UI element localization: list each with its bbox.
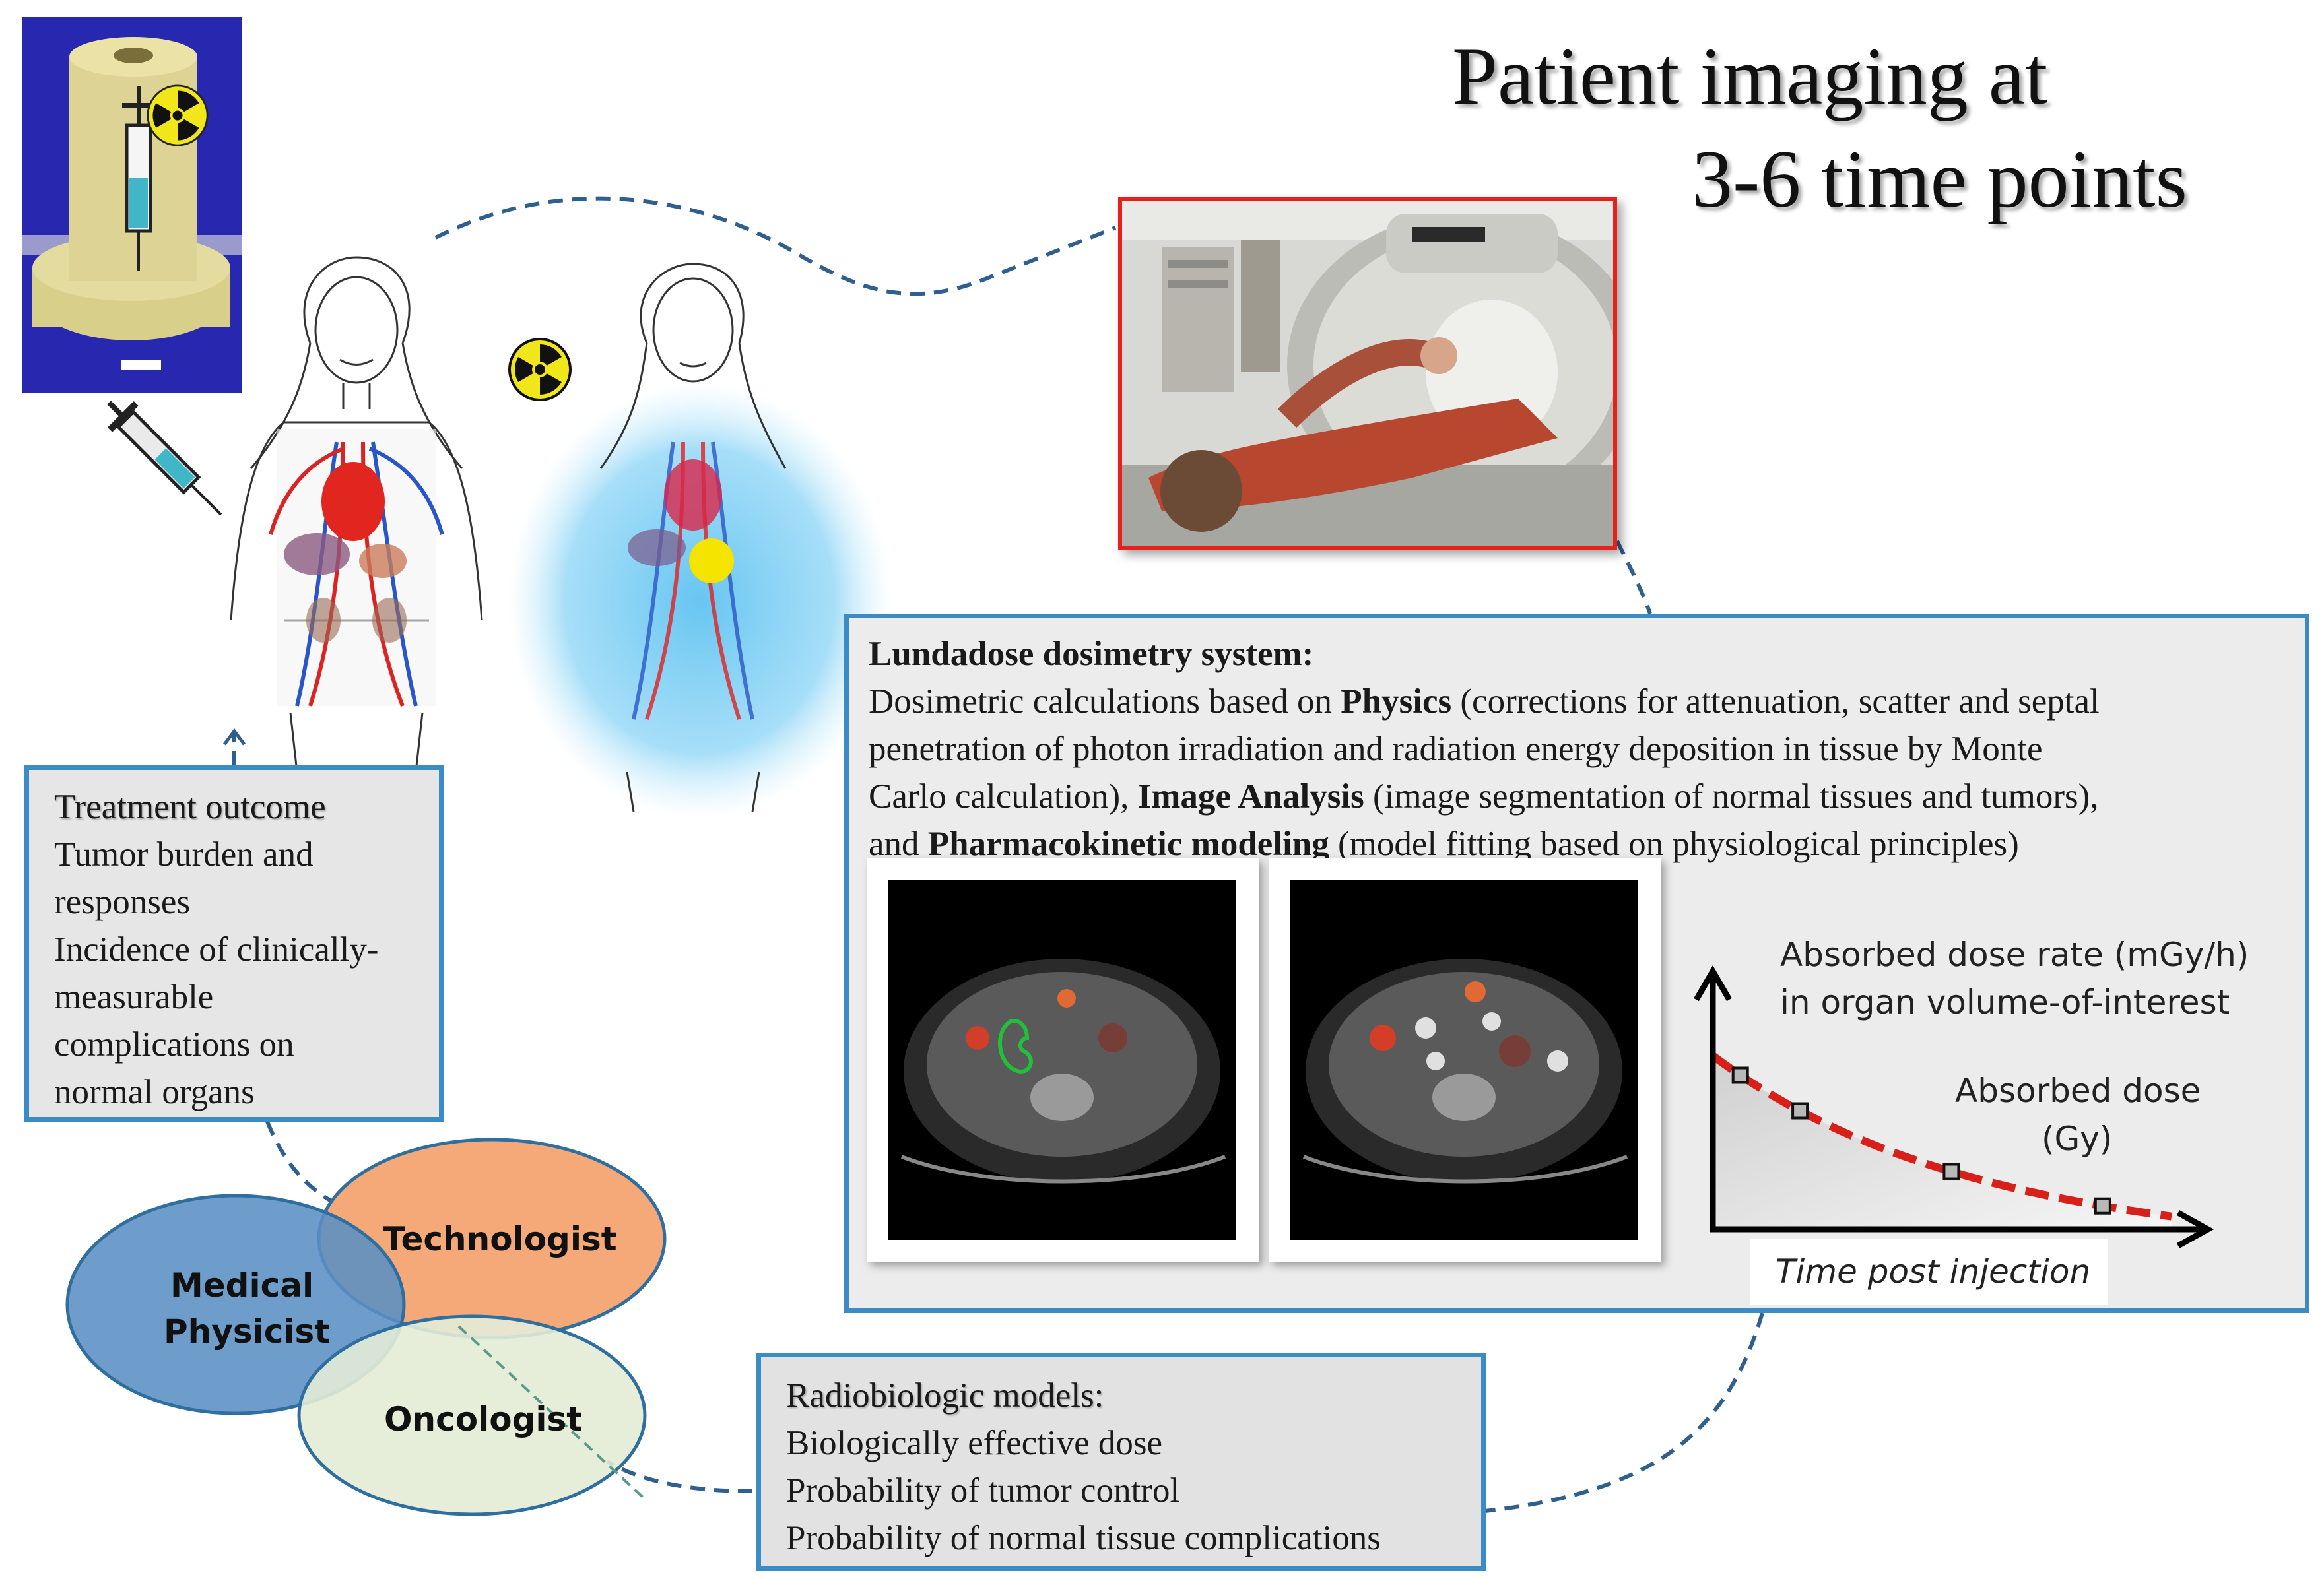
dosimetry-text: and [869,825,928,863]
dosimetry-text: (model fitting based on physiological pr… [1329,825,2019,863]
physics-term: Physics [1341,682,1452,721]
patient-figure-1 [230,256,483,773]
syringe-icon [122,86,155,271]
dosimetry-line-4: and Pharmacokinetic modeling (model fitt… [869,820,2305,868]
area-label-line-1: Absorbed dose [1955,1072,2201,1110]
treatment-outcome-line: measurable [54,978,214,1016]
treatment-outcome-line: complications on [54,1025,294,1064]
measurement-point [1942,1163,1960,1180]
oncologist-ellipse [297,1314,647,1516]
radiation-symbol-icon-2 [508,338,572,401]
dosimetry-text: (image segmentation of normal tissues an… [1364,777,2099,816]
radiation-symbol-icon [147,84,209,146]
measurement-point [2094,1197,2111,1215]
area-label-line-2: (Gy) [2042,1120,2113,1158]
medical-physicist-label-1: Medical [170,1266,314,1305]
ct-scan-panel-2 [1269,858,1661,1262]
chart-xlabel: Time post injection [1776,1252,2091,1291]
treatment-outcome-box: Treatment outcome Tumor burden and respo… [24,765,444,1122]
radiobiologic-models-box: Radiobiologic models: Biologically effec… [756,1353,1486,1571]
ct-scan-panel-1 [867,858,1259,1262]
patient-figure-2-irradiated [508,263,891,818]
radiobiologic-line: Probability of tumor control [786,1471,1180,1510]
treatment-outcome-heading: Treatment outcome [54,788,326,826]
chart-ylabel-line-2: in organ volume-of-interest [1780,983,2230,1021]
chart-xlabel-box [1750,1239,2108,1305]
radiobiologic-line: Probability of normal tissue complicatio… [786,1519,1381,1557]
dosimetry-text: Carlo calculation), [869,777,1138,816]
technologist-label: Technologist [383,1220,617,1258]
dose-rate-chart [1694,965,2214,1248]
dosimetry-line-2: penetration of photon irradiation and ra… [869,730,2043,768]
page-title-line-2: 3-6 time points [1692,134,2187,224]
gamma-camera-photo [1118,197,1617,550]
treatment-outcome-line: Tumor burden and [54,835,314,874]
radiobiologic-heading: Radiobiologic models: [786,1376,1104,1415]
measurement-point [1731,1066,1749,1084]
measurement-point [1791,1102,1809,1120]
y-axis-arrowhead [1694,965,1732,1002]
dosimetry-system-heading: Lundadose dosimetry system: [869,635,1314,673]
image-analysis-term: Image Analysis [1137,777,1364,816]
pharmacokinetic-term: Pharmacokinetic modeling [927,825,1329,863]
oncologist-label: Oncologist [384,1400,583,1438]
treatment-outcome-line: normal organs [54,1073,255,1111]
treatment-outcome-line: Incidence of clinically- [54,930,379,969]
team-venn-diagram [65,1138,667,1516]
radiobiologic-line: Biologically effective dose [786,1424,1163,1462]
medical-physicist-label-2: Physicist [164,1312,331,1351]
dosimetry-text: (corrections for attenuation, scatter an… [1451,682,2100,721]
treatment-outcome-line: responses [54,883,191,921]
x-axis-arrowhead [2176,1210,2214,1248]
injection-syringe-icon [107,401,222,516]
dosimetry-line-1: Dosimetric calculations based on Physics… [869,678,2305,725]
chart-ylabel-line-1: Absorbed dose rate (mGy/h) [1780,936,2249,974]
dosimetry-text: Dosimetric calculations based on [869,682,1341,721]
absorbed-dose-area [1713,1056,2172,1229]
physicist-ellipse [65,1194,406,1415]
page-title-line-1: Patient imaging at [1452,31,2048,121]
dosimetry-line-3: Carlo calculation), Image Analysis (imag… [869,773,2305,820]
